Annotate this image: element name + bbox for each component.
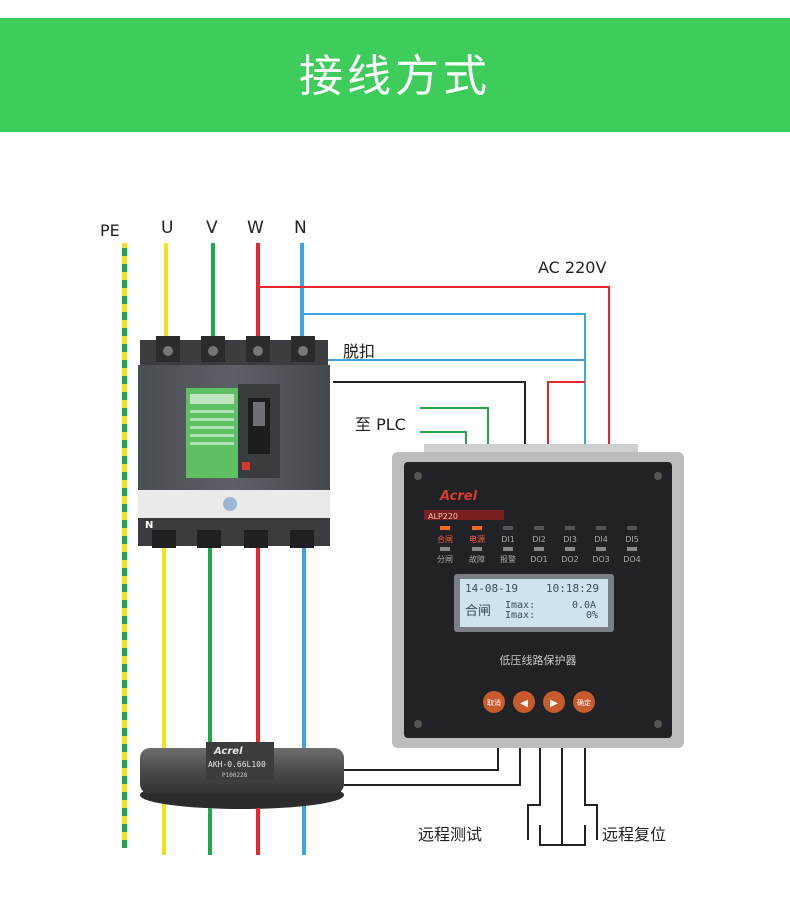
bottom-led-label-1: 故障 — [469, 554, 485, 564]
top-led-label-5: DI4 — [594, 535, 608, 544]
bottom-led-5 — [596, 547, 606, 551]
remote-test-wire-b — [539, 745, 563, 846]
n-wire-bottom — [302, 540, 306, 855]
button-cancel[interactable]: 取消 — [483, 691, 505, 713]
left-arrow-icon: ◀ — [520, 698, 528, 709]
breaker-n-mark: N — [145, 520, 153, 531]
top-led-3 — [534, 526, 544, 530]
w-wire-bottom — [256, 540, 260, 855]
ac-red-wire — [258, 286, 610, 448]
bottom-led-2 — [503, 547, 513, 551]
lcd-row1-value: 0.0A — [572, 600, 596, 611]
remote-test-wire-a — [527, 745, 541, 840]
lcd-time: 10:18:29 — [546, 582, 599, 595]
ac-blue-wire — [302, 313, 586, 448]
top-led-2 — [503, 526, 513, 530]
bottom-led-label-3: DO1 — [530, 555, 548, 564]
button-cancel-label: 取消 — [487, 698, 501, 707]
bottom-led-label-2: 报警 — [500, 554, 516, 564]
device-brand: Acrel — [439, 489, 478, 504]
lcd-state: 合闸 — [465, 604, 491, 619]
line-label-v: V — [206, 218, 218, 238]
lcd-date: 14-08-19 — [465, 582, 518, 595]
top-led-label-0: 合闸 — [437, 534, 453, 544]
pe-wire — [122, 243, 127, 848]
remote-test-label: 远程测试 — [418, 825, 482, 844]
bottom-led-4 — [565, 547, 575, 551]
trip-black-wire — [333, 381, 526, 448]
led-indicator-grid: 合闸 电源 DI1 DI2 DI3 DI4 DI5 分闸 故障 报警 DO1 DO2 DO3 DO4 — [437, 526, 641, 564]
v-wire-bottom — [208, 540, 212, 855]
bottom-led-label-4: DO2 — [561, 555, 579, 564]
u-wire-top — [164, 243, 168, 353]
bottom-led-0 — [440, 547, 450, 551]
ac-220v-label: AC 220V — [538, 258, 606, 277]
v-wire-top — [211, 243, 215, 353]
bottom-led-1 — [472, 547, 482, 551]
ct-wire-1 — [344, 745, 499, 771]
plc-wire-1 — [420, 407, 489, 448]
bottom-led-label-6: DO4 — [623, 555, 641, 564]
bottom-led-label-5: DO3 — [592, 555, 610, 564]
button-right[interactable]: ▶ — [543, 691, 565, 713]
bottom-led-3 — [534, 547, 544, 551]
top-led-1 — [472, 526, 482, 530]
right-arrow-icon: ▶ — [550, 698, 558, 709]
ct-wire-2 — [344, 745, 521, 786]
top-led-label-2: DI1 — [501, 535, 515, 544]
top-led-label-3: DI2 — [532, 535, 546, 544]
top-led-0 — [440, 526, 450, 530]
ct-brand: Acrel — [213, 746, 243, 757]
plc-wire-2 — [420, 431, 467, 448]
bottom-led-6 — [627, 547, 637, 551]
top-led-label-6: DI5 — [625, 535, 639, 544]
device-name: 低压线路保护器 — [500, 653, 577, 667]
lcd-screen — [460, 579, 608, 627]
top-led-label-4: DI3 — [563, 535, 577, 544]
top-led-6 — [627, 526, 637, 530]
line-label-pe: PE — [100, 221, 120, 240]
button-confirm[interactable]: 确定 — [573, 691, 595, 713]
remote-reset-label: 远程复位 — [602, 825, 666, 844]
current-transformer: Acrel AKH-0.66L100 P100228 — [140, 742, 344, 809]
ct-model: AKH-0.66L100 — [208, 760, 266, 769]
device-model: ALP220 — [428, 512, 458, 521]
top-led-5 — [596, 526, 606, 530]
line-label-n: N — [294, 218, 307, 238]
header-banner: 接线方式 — [0, 18, 790, 132]
ct-serial: P100228 — [222, 772, 248, 779]
circuit-breaker: N — [138, 336, 330, 548]
lcd-row2-label: Imax: — [505, 610, 535, 621]
remote-common-wire — [562, 825, 586, 846]
u-wire-bottom — [162, 540, 166, 855]
n-wire-top — [300, 243, 304, 353]
button-left[interactable]: ◀ — [513, 691, 535, 713]
bottom-led-label-0: 分闸 — [437, 555, 453, 564]
plc-label: 至 PLC — [355, 415, 406, 434]
top-led-label-1: 电源 — [469, 534, 485, 544]
w-wire-top — [256, 243, 260, 353]
remote-reset-wire — [584, 745, 598, 840]
lcd-row2-value: 0% — [586, 610, 598, 621]
top-led-4 — [565, 526, 575, 530]
page-title: 接线方式 — [299, 51, 491, 102]
line-label-w: W — [247, 218, 264, 238]
line-label-u: U — [161, 218, 173, 238]
button-confirm-label: 确定 — [577, 698, 591, 707]
lcd-row1-label: Imax: — [505, 600, 535, 611]
trip-label: 脱扣 — [343, 342, 375, 361]
trip-red-wire — [547, 381, 585, 448]
